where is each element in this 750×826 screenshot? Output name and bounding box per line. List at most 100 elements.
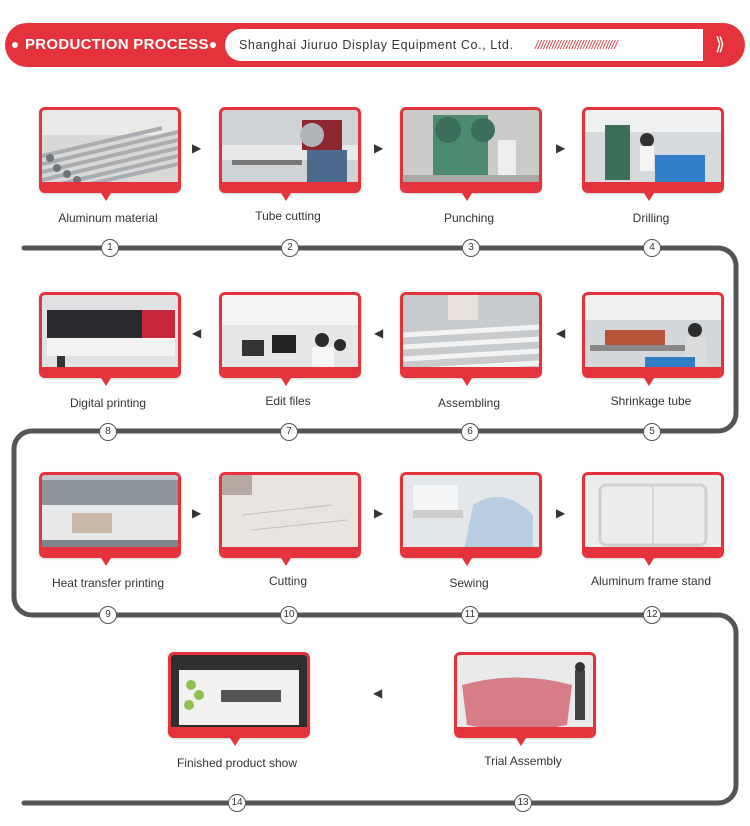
tube-stack-image	[42, 110, 178, 190]
pointer-icon	[101, 193, 111, 201]
step-number-13: 13	[514, 794, 532, 812]
step-number-8: 8	[99, 423, 117, 441]
assembly-table-image	[403, 295, 539, 375]
step-photo	[400, 292, 542, 378]
step-finished-product-show: Finished product show	[166, 652, 308, 738]
shrink-machine-image	[585, 295, 721, 375]
arrow-left-icon: ◀	[374, 326, 383, 340]
frame-bar	[403, 182, 539, 190]
step-label: Finished product show	[166, 756, 308, 770]
step-number-5: 5	[643, 423, 661, 441]
drill-workshop-image	[585, 110, 721, 190]
step-number-9: 9	[99, 606, 117, 624]
pointer-icon	[644, 558, 654, 566]
arrow-left-icon: ◀	[556, 326, 565, 340]
step-aluminum-material: Aluminum material	[37, 107, 179, 193]
frame-bar	[222, 182, 358, 190]
fabric-cutting-image	[222, 475, 358, 555]
exhibition-booth-image	[171, 655, 307, 735]
pointer-icon	[462, 193, 472, 201]
pointer-icon	[281, 558, 291, 566]
step-cutting: Cutting	[217, 472, 359, 558]
pointer-icon	[644, 378, 654, 386]
step-number-12: 12	[643, 606, 661, 624]
step-label: Assembling	[398, 396, 540, 410]
step-label: Edit files	[217, 394, 359, 408]
step-photo	[219, 292, 361, 378]
step-photo	[219, 107, 361, 193]
step-photo	[454, 652, 596, 738]
pointer-icon	[230, 738, 240, 746]
frame-stand-image	[585, 475, 721, 555]
pointer-icon	[281, 378, 291, 386]
step-number-6: 6	[461, 423, 479, 441]
step-assembling: Assembling	[398, 292, 540, 378]
step-label: Aluminum frame stand	[580, 574, 722, 588]
step-aluminum-frame-stand: Aluminum frame stand	[580, 472, 722, 558]
step-number-11: 11	[461, 606, 479, 624]
sewing-machine-image	[403, 475, 539, 555]
frame-bar	[585, 367, 721, 375]
step-label: Sewing	[398, 576, 540, 590]
arrow-right-icon: ▶	[556, 506, 565, 520]
step-heat-transfer-printing: Heat transfer printing	[37, 472, 179, 558]
trial-assembly-image	[457, 655, 593, 735]
pointer-icon	[644, 193, 654, 201]
step-label: Cutting	[217, 574, 359, 588]
step-shrinkage-tube: Shrinkage tube	[580, 292, 722, 378]
step-label: Drilling	[580, 211, 722, 225]
printer-image	[42, 295, 178, 375]
arrow-right-icon: ▶	[374, 506, 383, 520]
arrow-right-icon: ▶	[556, 141, 565, 155]
frame-bar	[222, 547, 358, 555]
step-photo	[39, 292, 181, 378]
arrow-right-icon: ▶	[192, 506, 201, 520]
arrow-left-icon: ◀	[192, 326, 201, 340]
arrow-right-icon: ▶	[374, 141, 383, 155]
frame-bar	[171, 727, 307, 735]
step-tube-cutting: Tube cutting	[217, 107, 359, 193]
step-photo	[582, 107, 724, 193]
step-photo	[219, 472, 361, 558]
office-image	[222, 295, 358, 375]
step-number-3: 3	[462, 239, 480, 257]
frame-bar	[42, 547, 178, 555]
frame-bar	[403, 367, 539, 375]
arrow-right-icon: ▶	[192, 141, 201, 155]
pointer-icon	[516, 738, 526, 746]
frame-bar	[457, 727, 593, 735]
pointer-icon	[462, 378, 472, 386]
step-trial-assembly: Trial Assembly	[452, 652, 594, 738]
punch-press-image	[403, 110, 539, 190]
frame-bar	[42, 367, 178, 375]
step-photo	[582, 292, 724, 378]
step-label: Punching	[398, 211, 540, 225]
step-label: Shrinkage tube	[580, 394, 722, 408]
frame-bar	[585, 182, 721, 190]
cutting-machine-image	[222, 110, 358, 190]
step-punching: Punching	[398, 107, 540, 193]
step-photo	[400, 107, 542, 193]
step-photo	[39, 107, 181, 193]
step-digital-printing: Digital printing	[37, 292, 179, 378]
step-photo	[400, 472, 542, 558]
step-number-14: 14	[228, 794, 246, 812]
pointer-icon	[281, 193, 291, 201]
heat-press-image	[42, 475, 178, 555]
step-number-1: 1	[101, 239, 119, 257]
step-drilling: Drilling	[580, 107, 722, 193]
step-photo	[582, 472, 724, 558]
step-photo	[168, 652, 310, 738]
step-label: Tube cutting	[217, 209, 359, 223]
step-sewing: Sewing	[398, 472, 540, 558]
step-label: Trial Assembly	[452, 754, 594, 768]
step-label: Heat transfer printing	[37, 576, 179, 590]
step-number-2: 2	[281, 239, 299, 257]
frame-bar	[42, 182, 178, 190]
pointer-icon	[462, 558, 472, 566]
step-edit-files: Edit files	[217, 292, 359, 378]
step-number-4: 4	[643, 239, 661, 257]
step-label: Digital printing	[37, 396, 179, 410]
pointer-icon	[101, 558, 111, 566]
pointer-icon	[101, 378, 111, 386]
